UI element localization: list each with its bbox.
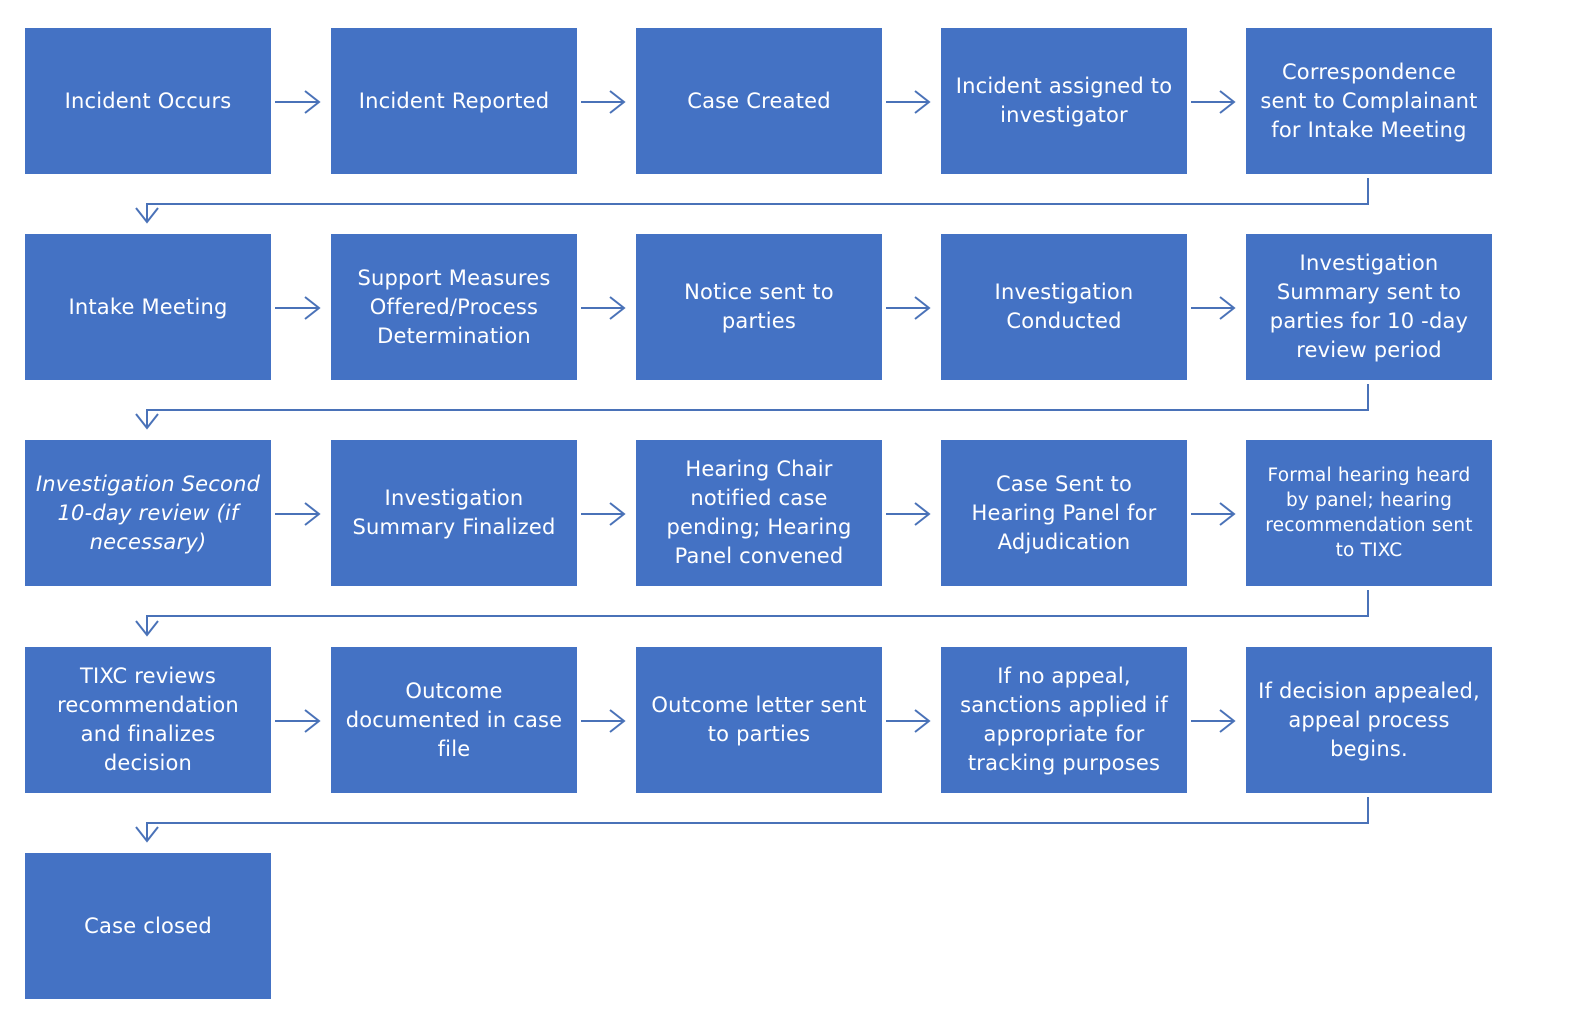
process-step-n17: Outcome documented in case file xyxy=(331,647,577,793)
process-step-n13: Hearing Chair notified case pending; Hea… xyxy=(636,440,882,586)
process-step-label: Case closed xyxy=(84,913,212,938)
process-step-label: Incident Occurs xyxy=(64,88,232,113)
arrow-head xyxy=(1219,90,1236,114)
arrow-head xyxy=(609,502,626,526)
process-step-label: Outcome documented in case file xyxy=(345,678,563,761)
elbow-connector-line xyxy=(146,178,1369,222)
arrow-right-icon xyxy=(581,90,626,114)
process-step-n1: Incident Occurs xyxy=(25,28,271,174)
arrow-head xyxy=(1219,709,1236,733)
arrow-head xyxy=(914,502,931,526)
arrow-head xyxy=(914,296,931,320)
arrow-right-icon xyxy=(1191,296,1236,320)
process-step-n8: Notice sent to parties xyxy=(636,234,882,380)
process-step-label: TIXC reviews recommendation and finalize… xyxy=(57,664,239,775)
process-step-label: Incident assigned to investigator xyxy=(955,74,1173,127)
process-step-label: Hearing Chair notified case pending; Hea… xyxy=(666,457,852,568)
process-step-label: Case Created xyxy=(687,88,831,113)
process-step-n3: Case Created xyxy=(636,28,882,174)
process-step-label: Investigation Second 10-day review (if n… xyxy=(35,471,261,554)
arrow-head xyxy=(304,90,321,114)
process-step-n18: Outcome letter sent to parties xyxy=(636,647,882,793)
elbow-connector-line xyxy=(146,590,1369,635)
arrow-right-icon xyxy=(1191,709,1236,733)
arrow-head xyxy=(304,296,321,320)
process-step-label: Outcome letter sent to parties xyxy=(651,693,867,746)
process-step-n21: Case closed xyxy=(25,853,271,999)
process-step-label: Formal hearing heard by panel; hearing r… xyxy=(1265,465,1473,561)
arrow-right-icon xyxy=(1191,502,1236,526)
arrow-right-icon xyxy=(275,90,321,114)
process-step-label: If no appeal, sanctions applied if appro… xyxy=(960,664,1168,775)
process-step-label: Investigation Conducted xyxy=(994,280,1134,333)
process-step-label: If decision appealed, appeal process beg… xyxy=(1258,678,1480,761)
process-step-n20: If decision appealed, appeal process beg… xyxy=(1246,647,1492,793)
arrow-right-icon xyxy=(275,296,321,320)
elbow-arrow-icon xyxy=(135,384,1369,430)
arrow-right-icon xyxy=(275,502,321,526)
process-step-label: Investigation Summary sent to parties fo… xyxy=(1269,251,1469,362)
elbow-arrow-icon xyxy=(135,590,1369,637)
process-step-n16: TIXC reviews recommendation and finalize… xyxy=(25,647,271,793)
arrow-head xyxy=(304,502,321,526)
elbow-arrow-icon xyxy=(135,797,1369,843)
arrow-right-icon xyxy=(886,90,931,114)
process-step-n12: Investigation Summary Finalized xyxy=(331,440,577,586)
process-step-n6: Intake Meeting xyxy=(25,234,271,380)
elbow-connector-line xyxy=(146,797,1369,841)
arrow-right-icon xyxy=(581,296,626,320)
process-step-n14: Case Sent to Hearing Panel for Adjudicat… xyxy=(941,440,1187,586)
arrow-head xyxy=(135,413,159,430)
process-step-label: Support Measures Offered/Process Determi… xyxy=(357,265,551,348)
arrow-head xyxy=(914,709,931,733)
arrow-head xyxy=(135,826,159,843)
arrow-right-icon xyxy=(275,709,321,733)
arrow-right-icon xyxy=(886,502,931,526)
process-step-n5: Correspondence sent to Complainant for I… xyxy=(1246,28,1492,174)
process-step-n11: Investigation Second 10-day review (if n… xyxy=(25,440,271,586)
process-step-n7: Support Measures Offered/Process Determi… xyxy=(331,234,577,380)
arrow-head xyxy=(304,709,321,733)
process-step-label: Case Sent to Hearing Panel for Adjudicat… xyxy=(971,471,1157,554)
arrow-head xyxy=(914,90,931,114)
process-step-n19: If no appeal, sanctions applied if appro… xyxy=(941,647,1187,793)
elbow-arrow-icon xyxy=(135,178,1369,224)
process-step-n2: Incident Reported xyxy=(331,28,577,174)
elbow-connector-line xyxy=(146,384,1369,428)
arrow-head xyxy=(609,90,626,114)
process-step-n9: Investigation Conducted xyxy=(941,234,1187,380)
process-step-n15: Formal hearing heard by panel; hearing r… xyxy=(1246,440,1492,586)
arrow-right-icon xyxy=(886,296,931,320)
arrow-head xyxy=(609,296,626,320)
arrow-head xyxy=(1219,502,1236,526)
process-step-label: Investigation Summary Finalized xyxy=(352,486,556,539)
arrow-head xyxy=(609,709,626,733)
process-step-n4: Incident assigned to investigator xyxy=(941,28,1187,174)
process-step-label: Notice sent to parties xyxy=(684,280,834,333)
process-step-label: Correspondence sent to Complainant for I… xyxy=(1260,59,1478,142)
arrow-head xyxy=(1219,296,1236,320)
process-step-label: Intake Meeting xyxy=(68,294,228,319)
arrow-head xyxy=(135,620,159,637)
arrow-right-icon xyxy=(581,502,626,526)
arrow-right-icon xyxy=(1191,90,1236,114)
arrow-head xyxy=(135,207,159,224)
arrow-right-icon xyxy=(886,709,931,733)
process-step-label: Incident Reported xyxy=(358,88,550,113)
process-step-n10: Investigation Summary sent to parties fo… xyxy=(1246,234,1492,380)
arrow-right-icon xyxy=(581,709,626,733)
